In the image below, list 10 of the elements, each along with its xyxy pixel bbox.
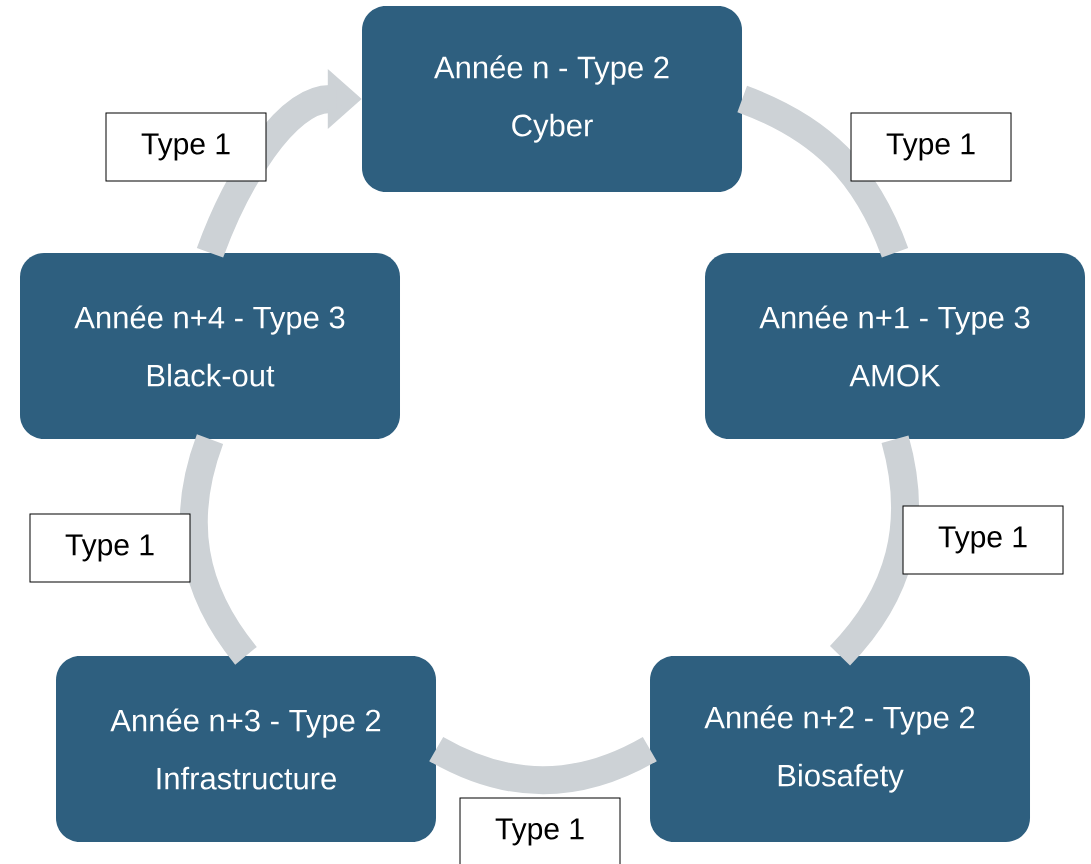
process-box: Année n+1 - Type 3 AMOK [705,253,1085,439]
edge-label: Type 1 [850,112,1012,182]
process-box: Année n+2 - Type 2 Biosafety [650,656,1030,842]
edge-label: Type 1 [459,797,621,864]
edge-label: Type 1 [29,513,191,583]
process-box: Année n+3 - Type 2 Infrastructure [56,656,436,842]
process-box: Année n - Type 2 Cyber [362,6,742,192]
edge-label: Type 1 [105,112,267,182]
process-box: Année n+4 - Type 3 Black-out [20,253,400,439]
edge-label: Type 1 [902,505,1064,575]
